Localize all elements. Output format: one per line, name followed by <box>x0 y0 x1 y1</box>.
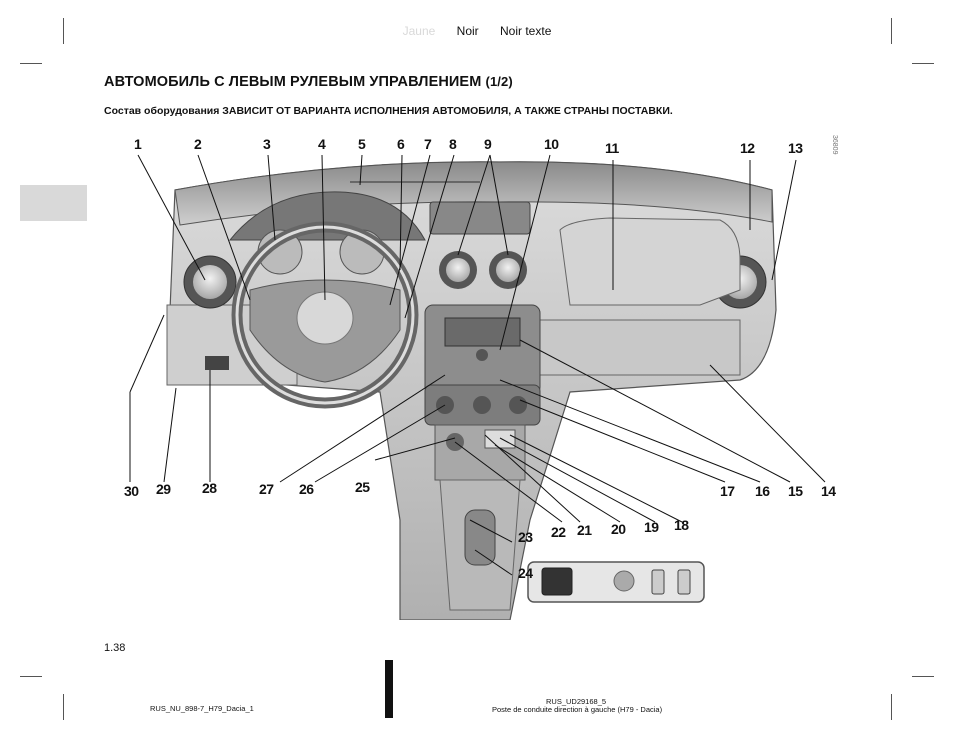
callout-12: 12 <box>740 140 755 156</box>
figure-reference-code: 36809 <box>831 135 838 155</box>
dashboard-illustration: 36809 1 2 3 4 5 6 7 8 9 10 11 12 13 30 2… <box>100 130 852 621</box>
crop-mark <box>63 694 64 720</box>
callout-10: 10 <box>544 136 559 152</box>
callout-17: 17 <box>720 483 735 499</box>
section-tab <box>20 185 87 221</box>
callout-24: 24 <box>518 565 533 581</box>
callout-20: 20 <box>611 521 626 537</box>
page-title-part: (1/2) <box>485 74 513 89</box>
color-separation-marks: Jaune Noir Noir texte <box>0 24 954 38</box>
callout-9: 9 <box>484 136 492 152</box>
callout-25: 25 <box>355 479 370 495</box>
crop-mark <box>912 63 934 64</box>
page-title-text: АВТОМОБИЛЬ С ЛЕВЫМ РУЛЕВЫМ УПРАВЛЕНИЕМ <box>104 74 482 90</box>
callout-4: 4 <box>318 136 326 152</box>
callout-19: 19 <box>644 519 659 535</box>
callout-27: 27 <box>259 481 274 497</box>
callout-22: 22 <box>551 524 566 540</box>
footer-right-code: RUS_UD29168_5 <box>546 697 607 706</box>
color-mark-noir: Noir <box>456 24 479 38</box>
footer-left-code: RUS_NU_898-7_H79_Dacia_1 <box>150 704 254 713</box>
page-subtitle: Состав оборудования ЗАВИСИТ ОТ ВАРИАНТА … <box>104 105 673 117</box>
callout-1: 1 <box>134 136 142 152</box>
page-title: АВТОМОБИЛЬ С ЛЕВЫМ РУЛЕВЫМ УПРАВЛЕНИЕМ (… <box>104 74 513 90</box>
callout-15: 15 <box>788 483 803 499</box>
crop-mark <box>20 676 42 677</box>
callout-23: 23 <box>518 529 533 545</box>
callout-30: 30 <box>124 483 139 499</box>
callout-2: 2 <box>194 136 202 152</box>
crop-mark <box>912 676 934 677</box>
crop-mark <box>891 18 892 44</box>
callout-21: 21 <box>577 522 592 538</box>
callout-13: 13 <box>788 140 803 156</box>
color-mark-jaune: Jaune <box>402 24 436 38</box>
callout-28: 28 <box>202 480 217 496</box>
crop-mark <box>63 18 64 44</box>
color-mark-noir-texte: Noir texte <box>500 24 552 38</box>
callout-29: 29 <box>156 481 171 497</box>
dashboard-drawing <box>129 154 826 621</box>
callout-11: 11 <box>605 140 619 156</box>
callout-8: 8 <box>449 136 457 152</box>
callout-5: 5 <box>358 136 366 152</box>
crop-mark <box>891 694 892 720</box>
callout-26: 26 <box>299 481 314 497</box>
callout-18: 18 <box>674 517 689 533</box>
callout-14: 14 <box>821 483 836 499</box>
callout-3: 3 <box>263 136 271 152</box>
crop-mark <box>20 63 42 64</box>
footer-right-description: Poste de conduite direction à gauche (H7… <box>492 705 663 714</box>
callout-6: 6 <box>397 136 405 152</box>
registration-bar <box>385 660 393 718</box>
callout-16: 16 <box>755 483 770 499</box>
callout-7: 7 <box>424 136 432 152</box>
page-number: 1.38 <box>104 642 126 654</box>
